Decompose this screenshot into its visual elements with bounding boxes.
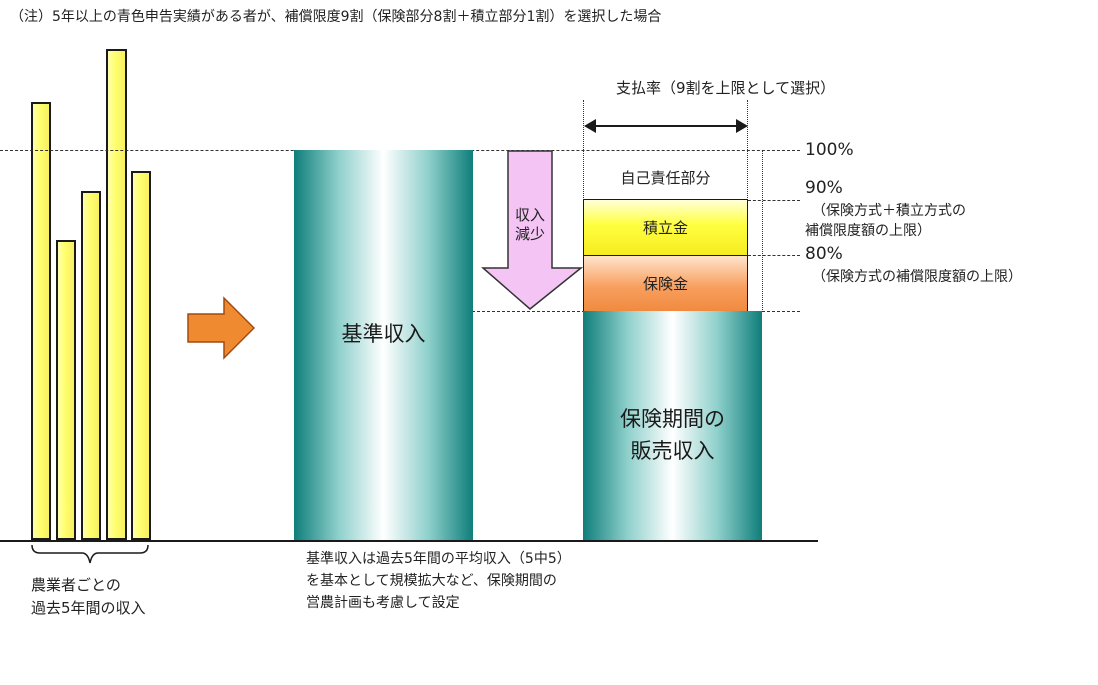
guide-outer-vline: [762, 150, 763, 312]
income-bar: [131, 171, 151, 540]
income-bar: [81, 191, 101, 540]
pct-90-note-line2: 補償限度額の上限）: [805, 223, 931, 239]
period-income-label-line1: 保険期間の: [620, 407, 725, 431]
guide-90-line: [748, 200, 800, 201]
standard-income-label: 基準収入: [341, 322, 426, 346]
income-bar: [106, 49, 127, 540]
farmer-label-line1: 農業者ごとの: [31, 576, 121, 594]
decrease-label-line2: 減少: [514, 225, 545, 243]
brace-icon: [31, 544, 149, 564]
standard-note-line1: 基準収入は過去5年間の平均収入（5中5）: [306, 551, 571, 567]
pct-100-label: 100%: [805, 140, 854, 160]
self-responsibility-label: 自己責任部分: [620, 169, 711, 187]
decrease-label-line1: 収入: [514, 206, 545, 224]
period-income-label-line2: 販売収入: [630, 439, 715, 463]
pct-80-label: 80%: [805, 244, 843, 264]
income-bar: [31, 102, 51, 540]
double-arrow-icon: [584, 119, 748, 133]
standard-income-column: [294, 150, 473, 540]
guide-80-line: [748, 255, 800, 256]
guide-right-vline: [747, 100, 748, 200]
farmer-label-line2: 過去5年間の収入: [31, 599, 146, 617]
standard-note-line3: 営農計画も考慮して設定: [306, 595, 460, 611]
note-text: （注）5年以上の青色申告実績がある者が、補償限度9割（保険部分8割＋積立部分1割…: [10, 9, 662, 25]
insurance-label: 保険金: [642, 275, 688, 293]
income-bar: [56, 240, 76, 540]
guide-left-vline: [583, 100, 584, 200]
reserve-box: 積立金: [583, 199, 748, 256]
baseline: [0, 540, 818, 542]
pct-80-note: （保険方式の補償限度額の上限）: [812, 269, 1022, 285]
insurance-box: 保険金: [583, 255, 748, 312]
standard-note-line2: を基本として規模拡大など、保険期間の: [306, 573, 557, 589]
down-arrow-icon: [480, 150, 584, 310]
right-arrow-icon: [187, 296, 256, 360]
pct-90-note-line1: （保険方式＋積立方式の: [812, 203, 966, 219]
period-income-column: [583, 311, 762, 540]
pct-90-label: 90%: [805, 178, 843, 198]
payment-rate-label: 支払率（9割を上限として選択）: [616, 79, 836, 97]
reserve-label: 積立金: [642, 219, 688, 237]
